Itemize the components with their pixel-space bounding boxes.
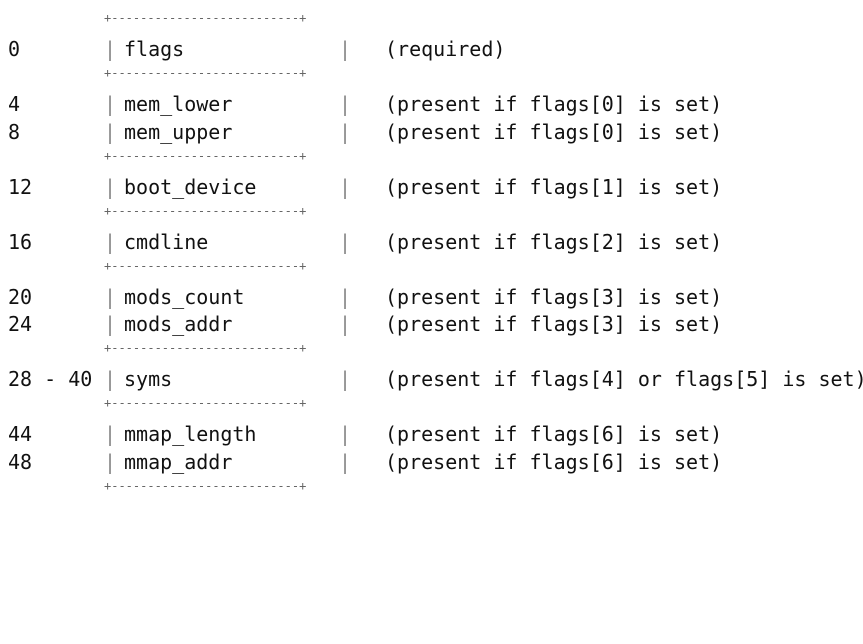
field-name: mem_lower — [124, 92, 233, 116]
table-row: 16 | cmdline | (present if flags[2] is s… — [0, 228, 863, 256]
right-border: | — [339, 230, 352, 254]
multiboot-info-structure-diagram: +--------------------------+ 0 | flags |… — [0, 12, 863, 492]
field-note: (present if flags[0] is set) — [385, 120, 723, 144]
field-name: cmdline — [124, 230, 209, 254]
right-border: | — [339, 285, 352, 309]
field-name: syms — [124, 367, 173, 391]
right-border: | — [339, 37, 352, 61]
field-name: mods_addr — [124, 312, 233, 336]
field-note: (present if flags[0] is set) — [385, 92, 723, 116]
table-row: 44 | mmap_length | (present if flags[6] … — [0, 420, 863, 448]
right-border: | — [339, 175, 352, 199]
right-border: | — [339, 92, 352, 116]
table-border-separator: +--------------------------+ — [104, 67, 307, 79]
field-name: mmap_addr — [124, 450, 233, 474]
offset-label: 48 — [8, 450, 33, 474]
offset-label: 16 — [8, 230, 33, 254]
left-border: | — [104, 367, 117, 391]
table-row: 12 | boot_device | (present if flags[1] … — [0, 173, 863, 201]
left-border: | — [104, 285, 117, 309]
field-note: (present if flags[4] or flags[5] is set) — [385, 367, 863, 391]
table-row: 4 | mem_lower | (present if flags[0] is … — [0, 90, 863, 118]
field-note: (present if flags[2] is set) — [385, 230, 723, 254]
field-note: (present if flags[6] is set) — [385, 422, 723, 446]
offset-label: 20 — [8, 285, 33, 309]
table-row: 0 | flags | (required) — [0, 35, 863, 63]
offset-label: 0 — [8, 37, 21, 61]
table-border-separator: +--------------------------+ — [104, 205, 307, 217]
left-border: | — [104, 312, 117, 336]
offset-label: 4 — [8, 92, 21, 116]
table-border-separator: +--------------------------+ — [104, 480, 307, 492]
field-note: (present if flags[3] is set) — [385, 285, 723, 309]
offset-label: 28 - 40 — [8, 367, 93, 391]
field-note: (present if flags[3] is set) — [385, 312, 723, 336]
table-border-separator: +--------------------------+ — [104, 342, 307, 354]
field-note: (present if flags[1] is set) — [385, 175, 723, 199]
table-row: 24 | mods_addr | (present if flags[3] is… — [0, 310, 863, 338]
field-name: mods_count — [124, 285, 245, 309]
offset-label: 24 — [8, 312, 33, 336]
field-name: flags — [124, 37, 185, 61]
field-name: mem_upper — [124, 120, 233, 144]
left-border: | — [104, 450, 117, 474]
left-border: | — [104, 120, 117, 144]
offset-label: 12 — [8, 175, 33, 199]
field-name: mmap_length — [124, 422, 257, 446]
field-note: (required) — [385, 37, 506, 61]
field-name: boot_device — [124, 175, 257, 199]
table-row: 8 | mem_upper | (present if flags[0] is … — [0, 118, 863, 146]
table-row: 20 | mods_count | (present if flags[3] i… — [0, 283, 863, 311]
table-border-separator: +--------------------------+ — [104, 150, 307, 162]
table-border-separator: +--------------------------+ — [104, 260, 307, 272]
left-border: | — [104, 37, 117, 61]
right-border: | — [339, 312, 352, 336]
left-border: | — [104, 92, 117, 116]
table-row: 28 - 40 | syms | (present if flags[4] or… — [0, 365, 863, 393]
right-border: | — [339, 422, 352, 446]
left-border: | — [104, 230, 117, 254]
table-border-separator: +--------------------------+ — [104, 12, 307, 24]
right-border: | — [339, 367, 352, 391]
right-border: | — [339, 120, 352, 144]
right-border: | — [339, 450, 352, 474]
offset-label: 44 — [8, 422, 33, 446]
table-border-separator: +--------------------------+ — [104, 397, 307, 409]
left-border: | — [104, 422, 117, 446]
offset-label: 8 — [8, 120, 21, 144]
field-note: (present if flags[6] is set) — [385, 450, 723, 474]
table-row: 48 | mmap_addr | (present if flags[6] is… — [0, 448, 863, 476]
left-border: | — [104, 175, 117, 199]
